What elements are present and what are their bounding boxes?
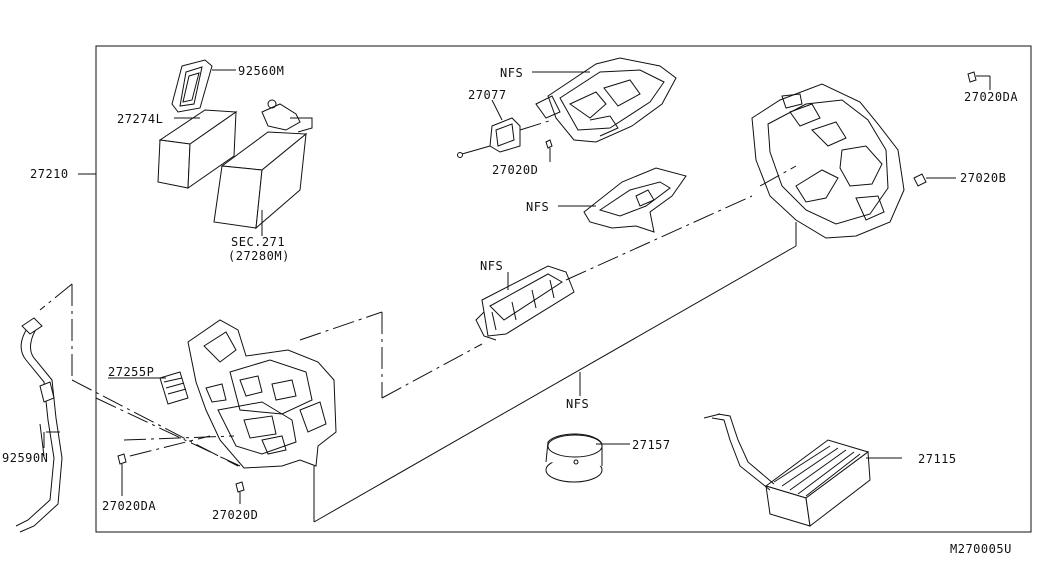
grille-part[interactable]	[108, 371, 189, 405]
mid-case-part[interactable]	[558, 167, 687, 233]
evaporator-part[interactable]	[213, 99, 313, 236]
heater-case-right-part[interactable]	[751, 83, 905, 239]
label-27274l: 27274L	[117, 112, 163, 126]
label-27020da-bottom: 27020DA	[102, 499, 156, 513]
label-27210: 27210	[30, 167, 69, 181]
blower-motor-part[interactable]	[545, 433, 630, 483]
label-27020d-top: 27020D	[492, 163, 538, 177]
actuator-part[interactable]	[457, 99, 521, 158]
assembly-lines	[39, 119, 797, 467]
label-92560m: 92560M	[238, 64, 284, 78]
drain-hose-part[interactable]	[15, 317, 63, 533]
air-filter-part[interactable]	[157, 109, 238, 189]
label-nfs-mid: NFS	[526, 200, 549, 214]
label-nfs-bottom: NFS	[566, 397, 589, 411]
diagram-code: M270005U	[950, 542, 1012, 556]
screw-27020d-top[interactable]	[545, 139, 553, 162]
label-nfs-small: NFS	[480, 259, 503, 273]
label-nfs-top: NFS	[500, 66, 523, 80]
screw-27020da-bottom[interactable]	[117, 453, 127, 496]
label-27157: 27157	[632, 438, 671, 452]
screw-27020da-top[interactable]	[967, 71, 991, 90]
connection-lines	[43, 222, 797, 523]
small-duct-part[interactable]	[475, 265, 575, 341]
heater-unit-main-part[interactable]	[187, 319, 337, 469]
label-27280m: (27280M)	[228, 249, 290, 263]
diagram-frame	[95, 45, 1032, 533]
label-27115: 27115	[918, 452, 957, 466]
label-92590n: 92590N	[2, 451, 48, 465]
label-sec271: SEC.271	[231, 235, 285, 249]
label-27077: 27077	[468, 88, 507, 102]
filter-gasket-part[interactable]	[171, 59, 236, 113]
label-27020b: 27020B	[960, 171, 1006, 185]
screw-27020d-bottom[interactable]	[235, 481, 245, 504]
label-27255p: 27255P	[108, 365, 154, 379]
blower-upper-case-part[interactable]	[532, 57, 677, 143]
heater-core-part[interactable]	[703, 413, 902, 527]
label-27020da-top: 27020DA	[964, 90, 1018, 104]
label-27020d-bottom: 27020D	[212, 508, 258, 522]
clip-27020b[interactable]	[913, 173, 956, 187]
